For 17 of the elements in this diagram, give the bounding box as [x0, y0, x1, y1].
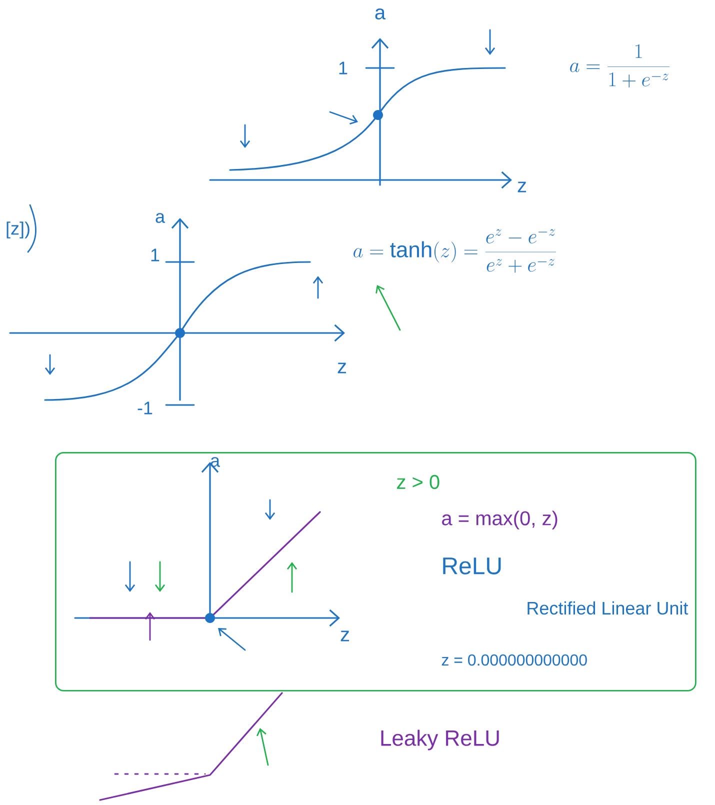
formula: $a = \tanh(z) = \frac{e^{z}-e^{-z}}{e^{z}+e^{-z}}$: [354, 229, 556, 273]
formula: $a = \frac{1}{1+e^{-z}}$: [570, 44, 670, 88]
handwritten-text: Leaky ReLU: [381, 730, 499, 750]
handwritten-text: z: [340, 630, 349, 642]
handwritten-text: a: [156, 213, 165, 223]
handwritten-text: a = max(0, z): [442, 510, 558, 530]
handwritten-text: -1: [138, 402, 152, 414]
handwritten-text: ReLU: [443, 558, 501, 574]
handwritten-text: z > 0: [397, 474, 440, 490]
handwritten-text: z: [518, 182, 526, 192]
handwritten-text: z = 0.000000000000: [442, 654, 587, 666]
handwritten-text: z: [338, 362, 346, 374]
handwritten-text: Rectified Linear Unit: [528, 601, 688, 615]
handwritten-text: [z]): [6, 222, 30, 238]
handwritten-text: a: [375, 8, 386, 20]
handwritten-text: 1: [339, 62, 348, 74]
handwritten-text: 1: [151, 248, 160, 262]
